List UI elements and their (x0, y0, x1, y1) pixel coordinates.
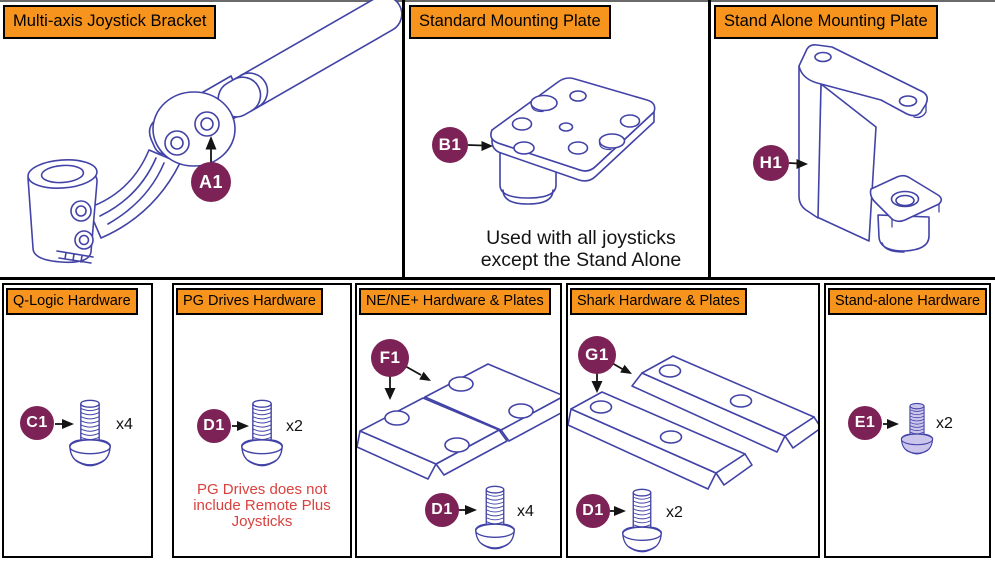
panel-stand-alone-hardware: Stand-alone Hardware E1 x2 (824, 283, 991, 558)
usage-note-line1: Used with all joysticks (486, 227, 676, 249)
shark-plates-drawing (568, 355, 818, 553)
usage-note: Used with all joysticks except the Stand… (441, 227, 721, 271)
panel-title-label: Stand Alone Mounting Plate (724, 12, 928, 30)
panel-title-q-logic: Q-Logic Hardware (6, 288, 138, 315)
callout-badge-d1: D1 (576, 494, 610, 528)
panel-title-label: Stand-alone Hardware (835, 293, 981, 309)
callout-text: F1 (379, 348, 401, 367)
panel-pg-drives-hardware: PG Drives Hardware D1 x2 PG Drives does … (172, 283, 352, 558)
quantity-label: x4 (116, 416, 133, 433)
ne-plates-drawing (357, 363, 560, 550)
warning-line2: include Remote Plus (193, 497, 331, 514)
warning-line3: Joysticks (231, 513, 293, 530)
pg-drives-screw-drawing (232, 399, 283, 467)
panel-title-label: Standard Mounting Plate (419, 12, 601, 30)
callout-text: H1 (759, 153, 783, 172)
callout-arrow-d1 (610, 506, 626, 516)
callout-text: D1 (582, 502, 604, 519)
callout-arrow-d1 (458, 505, 477, 515)
panel-title-multi-axis: Multi-axis Joystick Bracket (3, 5, 217, 39)
callout-arrow-d1 (232, 421, 249, 431)
callout-text: E1 (854, 414, 876, 431)
callout-badge-h1: H1 (753, 145, 789, 181)
callout-arrow-a1 (205, 136, 217, 162)
callout-text: D1 (431, 501, 453, 518)
callout-badge-d1: D1 (425, 493, 459, 527)
panel-title-shark: Shark Hardware & Plates (570, 288, 747, 315)
callout-text: B1 (438, 135, 462, 154)
panel-shark-hardware-plates: Shark Hardware & Plates G1 D1 x2 (566, 283, 820, 558)
callout-arrow-g1 (591, 362, 632, 393)
panel-q-logic-hardware: Q-Logic Hardware C1 x4 (2, 283, 153, 558)
callout-badge-b1: B1 (432, 127, 468, 163)
standard-mounting-plate-drawing (467, 77, 656, 205)
callout-badge-a1: A1 (191, 162, 231, 202)
callout-arrow-c1 (55, 419, 74, 429)
panel-title-label: Q-Logic Hardware (13, 293, 131, 309)
q-logic-screw-drawing (55, 399, 111, 467)
callout-text: A1 (198, 171, 223, 192)
callout-badge-f1: F1 (371, 339, 409, 377)
stand-alone-mounting-plate-drawing (788, 44, 943, 253)
top-row-divider-1 (402, 0, 405, 280)
callout-text: G1 (585, 345, 609, 364)
quantity-label: x2 (286, 418, 303, 435)
panel-stand-alone-mounting-plate: Stand Alone Mounting Plate H1 (711, 0, 995, 277)
callout-arrow-h1 (788, 159, 808, 169)
panel-title-label: Multi-axis Joystick Bracket (13, 12, 207, 30)
callout-arrow-f1 (384, 365, 431, 400)
panel-title-label: PG Drives Hardware (183, 293, 316, 309)
callout-badge-g1: G1 (578, 336, 616, 374)
panel-title-pg-drives: PG Drives Hardware (176, 288, 323, 315)
callout-badge-c1: C1 (20, 406, 54, 440)
panel-title-stand-alone-plate: Stand Alone Mounting Plate (714, 5, 938, 39)
callout-arrow-b1 (467, 141, 493, 151)
stand-alone-screw-drawing (883, 402, 934, 455)
panel-title-standard-plate: Standard Mounting Plate (409, 5, 611, 39)
panel-standard-mounting-plate: Standard Mounting Plate B1 Used with all… (405, 0, 708, 277)
usage-note-line2: except the Stand Alone (480, 249, 682, 271)
callout-text: C1 (26, 414, 48, 431)
quantity-label: x4 (517, 503, 534, 520)
panel-title-ne: NE/NE+ Hardware & Plates (359, 288, 551, 315)
panel-title-label: NE/NE+ Hardware & Plates (366, 293, 544, 309)
panel-title-label: Shark Hardware & Plates (577, 293, 740, 309)
panel-multi-axis-bracket: Multi-axis Joystick Bracket A1 (0, 0, 402, 277)
callout-badge-e1: E1 (848, 406, 882, 440)
panel-title-stand-alone-hw: Stand-alone Hardware (828, 288, 988, 315)
callout-text: D1 (203, 417, 225, 434)
multi-axis-bracket-drawing (27, 0, 402, 264)
callout-arrow-e1 (883, 419, 899, 429)
quantity-label: x2 (666, 504, 683, 521)
top-gray-divider (0, 0, 995, 2)
panel-ne-hardware-plates: NE/NE+ Hardware & Plates F1 D1 x4 (355, 283, 562, 558)
row-separator (0, 277, 995, 280)
callout-badge-d1: D1 (197, 409, 231, 443)
pg-drives-warning-note: PG Drives does not include Remote Plus J… (176, 482, 348, 530)
quantity-label: x2 (936, 415, 953, 432)
warning-line1: PG Drives does not (196, 481, 328, 498)
top-row-divider-2 (708, 0, 711, 280)
